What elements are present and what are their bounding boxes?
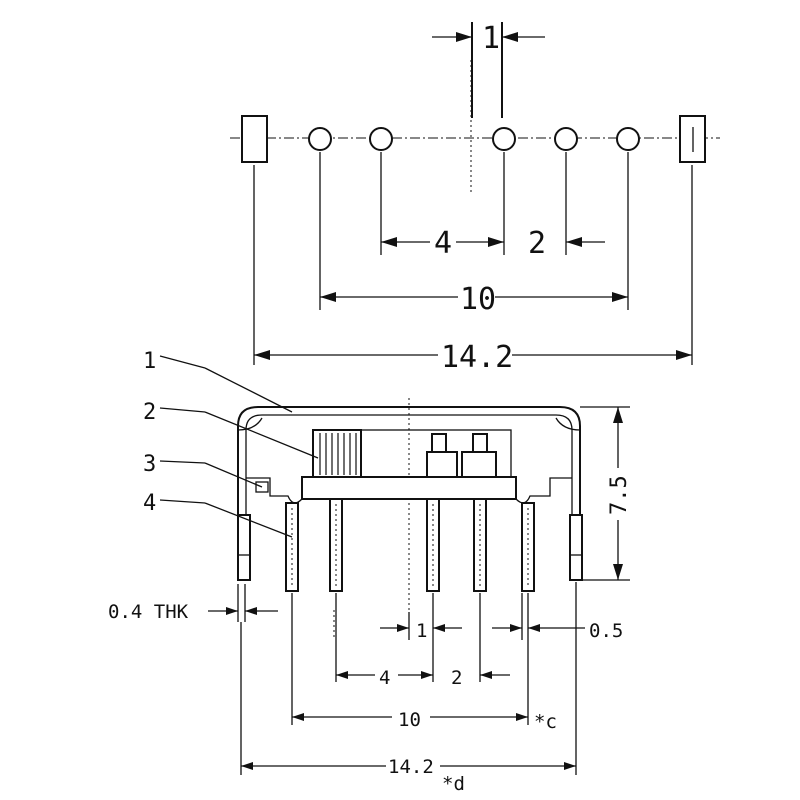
dim14-arrow-right — [676, 350, 692, 360]
pitch1-arrow-right — [502, 32, 518, 42]
front-span-10-label: 10 — [398, 709, 421, 731]
callout-3-leader-b — [204, 462, 263, 488]
pin-5 — [521, 502, 535, 592]
note-c-label: *c — [534, 711, 557, 733]
housing-right-shoulder — [515, 477, 572, 504]
callout-3: 3 — [143, 452, 156, 477]
f2-arrow-right — [480, 671, 492, 679]
housing-base — [301, 476, 517, 500]
top-pitch-4-label: 4 — [434, 226, 452, 261]
callout-3-leader — [159, 460, 206, 464]
pin-hole-1 — [308, 127, 332, 151]
front-view: 1 2 3 4 7.5 0.4 THK 1 — [108, 349, 632, 795]
dim2-arrow-right — [566, 237, 582, 247]
dim4-arrow-left — [381, 237, 397, 247]
note-d-label: *d — [442, 773, 465, 795]
top-pitch-2-label: 2 — [528, 226, 546, 261]
pitch1-arrow-left — [456, 32, 472, 42]
callout-4-leader-b — [204, 502, 293, 538]
f4-arrow-left — [336, 671, 348, 679]
left-lug — [255, 481, 269, 493]
front-pitch-1-label: 1 — [416, 620, 427, 642]
thickness-0-4-thk-label: 0.4 THK — [108, 601, 189, 623]
height-arrow-top — [613, 407, 623, 423]
contact-left-top — [431, 433, 447, 453]
front-span-14-2-label: 14.2 — [388, 756, 434, 778]
top-span-10-label: 10 — [460, 282, 496, 317]
f4-arrow-right — [421, 671, 433, 679]
callout-4-leader — [159, 499, 206, 504]
top-span-14-2-label: 14.2 — [441, 340, 513, 375]
metal-cover-inner — [245, 414, 573, 580]
contact-left — [426, 451, 458, 478]
pin-hole-4 — [554, 127, 578, 151]
pin-centerlines — [291, 504, 529, 588]
right-mount-leg — [569, 514, 583, 581]
thk-arrow-left — [226, 607, 238, 615]
slider-knob — [312, 429, 362, 478]
height-7-5-label: 7.5 — [607, 475, 632, 515]
callout-4: 4 — [143, 491, 156, 516]
thk-arrow-right — [245, 607, 257, 615]
callout-1: 1 — [143, 349, 156, 374]
f10-arrow-left — [292, 713, 304, 721]
callout-2-leader-b — [204, 411, 319, 459]
front-pitch-4-label: 4 — [379, 667, 390, 689]
front-pitch-2-label: 2 — [451, 667, 462, 689]
left-mount-leg — [237, 514, 251, 581]
left-tab-slot — [241, 115, 268, 163]
cover-crimp-right — [555, 417, 581, 431]
pin-hole-2 — [369, 127, 393, 151]
callout-2-leader — [159, 407, 206, 413]
f14-arrow-right — [564, 762, 576, 770]
dim4-arrow-right — [488, 237, 504, 247]
knob-hatching — [319, 433, 357, 475]
dim10-arrow-right — [612, 292, 628, 302]
fp1-arrow-right — [433, 624, 445, 632]
fp1-arrow-left — [397, 624, 409, 632]
top-view: 1 4 2 10 14.2 — [230, 21, 720, 375]
pin-hole-3 — [492, 127, 516, 151]
pw-arrow-left — [510, 624, 522, 632]
f14-arrow-left — [241, 762, 253, 770]
contact-right — [461, 451, 497, 478]
callout-1-leader-b — [204, 367, 293, 413]
housing-left-shoulder — [246, 477, 303, 504]
callout-2: 2 — [143, 400, 156, 425]
metal-cover — [237, 406, 581, 580]
dim10-arrow-left — [320, 292, 336, 302]
pw-arrow-right — [528, 624, 540, 632]
dim14-arrow-left — [254, 350, 270, 360]
cover-crimp-left — [237, 417, 263, 431]
pin-width-0-5-label: 0.5 — [589, 620, 623, 642]
pin-hole-5 — [616, 127, 640, 151]
top-pitch-1-label: 1 — [482, 21, 500, 56]
callout-1-leader — [159, 355, 206, 369]
f10-arrow-right — [516, 713, 528, 721]
pin-1 — [285, 502, 299, 592]
height-arrow-bottom — [613, 564, 623, 580]
contact-right-top — [472, 433, 488, 453]
